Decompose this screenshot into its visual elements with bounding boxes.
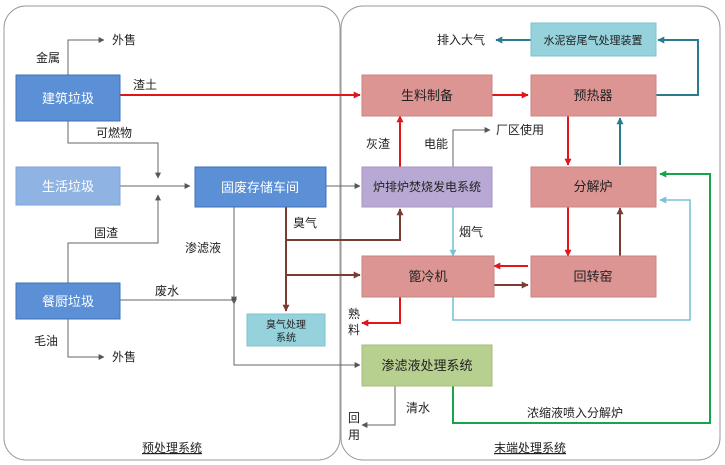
storage-workshop-label: 固废存储车间 <box>221 180 299 196</box>
calciner-box: 分解炉 <box>530 166 657 208</box>
storage-workshop-box: 固废存储车间 <box>194 166 327 208</box>
end-treatment-panel <box>340 5 721 461</box>
odor-treatment-label-1: 臭气处理 <box>266 318 306 331</box>
brown-arrows <box>282 207 624 312</box>
combustibles-arrow <box>67 121 161 179</box>
teal-arrows <box>495 36 699 165</box>
waste-oil-arrow <box>67 319 105 360</box>
ash-label: 灰渣 <box>366 137 390 151</box>
wastewater-label: 废水 <box>155 283 179 298</box>
cooler-box: 篦冷机 <box>361 255 495 298</box>
plant-use-label: 厂区使用 <box>496 122 544 137</box>
household-waste-label: 生活垃圾 <box>42 180 94 195</box>
emission-label: 排入大气 <box>437 32 485 47</box>
clinker-label-1: 熟 <box>348 306 360 321</box>
leachate-to-treatment-arrow <box>233 300 361 368</box>
power-arrow <box>452 127 491 167</box>
cooler-label: 篦冷机 <box>408 270 447 285</box>
leachate-treatment-box: 渗滤液处理系统 <box>361 344 493 387</box>
concentrate-arrow <box>452 170 711 424</box>
leachate-liquid-label: 渗滤液 <box>185 240 221 255</box>
slag-soil-label: 渣土 <box>133 78 157 92</box>
kiln-tail-gas-box: 水泥窑尾气处理装置 <box>530 22 657 57</box>
waste-oil-label: 毛油 <box>34 334 58 348</box>
kitchen-waste-label: 餐厨垃圾 <box>42 294 94 310</box>
flue-gas-label: 烟气 <box>459 224 483 239</box>
construction-waste-label: 建筑垃圾 <box>42 91 94 107</box>
concentrate-label: 浓缩液喷入分解炉 <box>527 405 623 420</box>
clean-water-label: 清水 <box>406 401 430 415</box>
metal-arrow <box>67 37 105 75</box>
reuse-label-2: 用 <box>348 428 360 442</box>
metal-label: 金属 <box>36 50 60 65</box>
calciner-label: 分解炉 <box>573 180 612 195</box>
clinker-arrow <box>361 297 401 327</box>
preprocessing-panel <box>3 5 341 461</box>
lightblue-arrows <box>449 196 691 321</box>
rotary-kiln-label: 回转窑 <box>573 269 612 285</box>
raw-meal-box: 生料制备 <box>361 74 493 117</box>
red-arrows <box>120 91 572 327</box>
end-treatment-panel-title: 末端处理系统 <box>494 441 566 455</box>
power-label: 电能 <box>424 137 448 151</box>
solid-residue-label: 固渣 <box>94 226 118 240</box>
preheater-box: 预热器 <box>530 74 657 117</box>
rotary-kiln-box: 回转窑 <box>530 255 657 298</box>
kiln-tail-gas-label: 水泥窑尾气处理装置 <box>544 33 643 47</box>
incinerator-box: 炉排炉焚烧发电系统 <box>361 166 493 208</box>
preheater-to-kiln-tail-arrow <box>656 36 699 96</box>
wastewater-arrow <box>120 296 237 303</box>
preheater-label: 预热器 <box>573 89 612 104</box>
construction-waste-box: 建筑垃圾 <box>15 74 121 122</box>
combustibles-label: 可燃物 <box>96 125 132 140</box>
storage-to-incinerator-brown-arrow <box>285 207 404 241</box>
sell-bottom-label: 外售 <box>112 349 136 364</box>
odor-label: 臭气 <box>293 215 317 230</box>
storage-to-cooler-arrow <box>285 240 361 279</box>
odor-treatment-label-2: 系统 <box>276 331 296 344</box>
reuse-label-1: 回 <box>348 411 360 425</box>
cooler-to-calciner-arrow <box>452 196 691 321</box>
clean-water-arrow <box>361 386 396 428</box>
odor-treatment-box: 臭气处理 系统 <box>246 313 326 347</box>
incinerator-label: 炉排炉焚烧发电系统 <box>373 179 481 194</box>
clinker-label-2: 料 <box>348 323 360 337</box>
leachate-treatment-label: 渗滤液处理系统 <box>381 359 472 374</box>
preprocessing-panel-title: 预处理系统 <box>142 441 202 455</box>
sell-top-label: 外售 <box>112 32 136 47</box>
household-waste-box: 生活垃圾 <box>15 166 121 206</box>
gray-arrows <box>67 37 491 428</box>
kitchen-waste-box: 餐厨垃圾 <box>15 282 121 320</box>
raw-meal-label: 生料制备 <box>401 88 453 104</box>
solid-residue-arrow <box>67 194 161 283</box>
